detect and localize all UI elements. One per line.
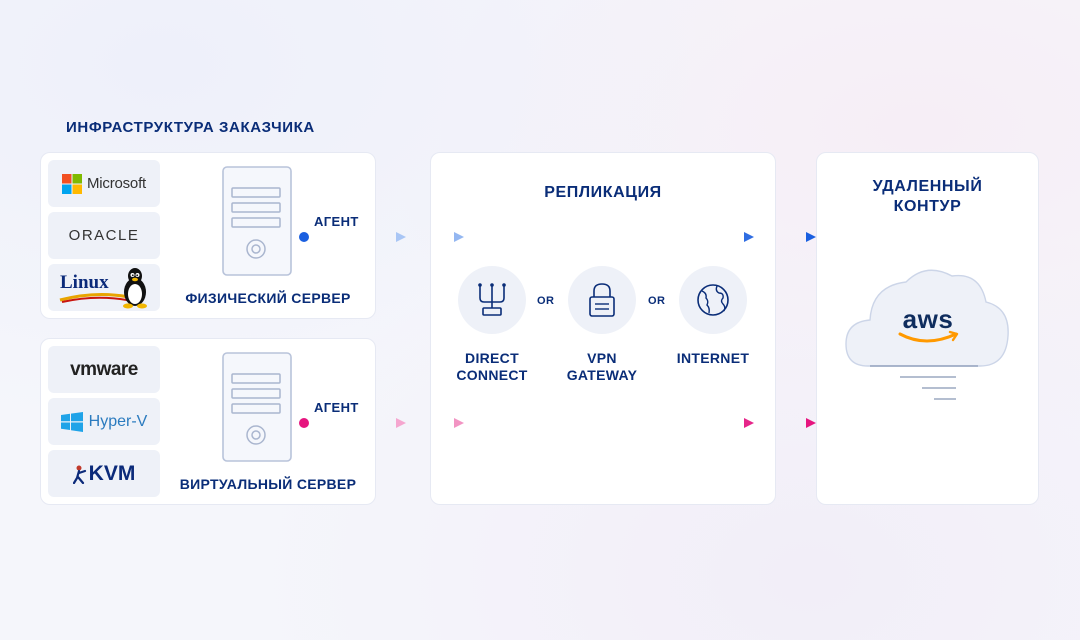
vpn-gateway-line1: VPN xyxy=(587,350,617,366)
tux-penguin-icon xyxy=(123,267,147,308)
physical-agent-label: АГЕНТ xyxy=(314,214,359,229)
customer-infrastructure-title: ИНФРАСТРУКТУРА ЗАКАЗЧИКА xyxy=(66,119,315,136)
direct-connect-label: DIRECT CONNECT xyxy=(442,350,542,384)
internet-option xyxy=(679,266,747,334)
internet-label: INTERNET xyxy=(663,350,763,367)
remote-title-line1: УДАЛЕННЫЙ xyxy=(872,178,983,195)
microsoft-logo-tile: Microsoft xyxy=(48,160,160,207)
oracle-logo-text: ORACLE xyxy=(68,227,140,244)
virtual-server-icon xyxy=(222,352,292,462)
aws-cloud-icon xyxy=(845,269,1009,400)
or-separator-1: OR xyxy=(537,295,555,307)
vmware-logo-text: vmware xyxy=(70,358,138,380)
physical-server-icon xyxy=(222,166,292,276)
virtual-agent-label: АГЕНТ xyxy=(314,400,359,415)
kvm-logo-tile: KVM xyxy=(48,450,160,497)
microsoft-logo-text: Microsoft xyxy=(86,175,147,192)
oracle-logo-tile: ORACLE xyxy=(48,212,160,259)
hyperv-logo-text: Hyper-V xyxy=(88,412,148,430)
remote-contour-title: УДАЛЕННЫЙ КОНТУР xyxy=(816,177,1039,217)
linux-logo-tile: Linux xyxy=(48,264,160,311)
vmware-logo-tile: vmware xyxy=(48,346,160,393)
globe-icon xyxy=(697,284,729,316)
hyperv-logo-tile: Hyper-V xyxy=(48,398,160,445)
direct-connect-line1: DIRECT xyxy=(465,350,519,366)
lock-icon xyxy=(589,283,615,317)
or-separator-2: OR xyxy=(648,295,666,307)
physical-server-label: ФИЗИЧЕСКИЙ СЕРВЕР xyxy=(185,290,351,306)
direct-connect-line2: CONNECT xyxy=(456,367,528,383)
kvm-figure-icon xyxy=(72,465,86,484)
direct-connect-option xyxy=(458,266,526,334)
vpn-gateway-label: VPN GATEWAY xyxy=(552,350,652,384)
linux-logo-text: Linux xyxy=(60,271,109,293)
vpn-gateway-option xyxy=(568,266,636,334)
replication-title: РЕПЛИКАЦИЯ xyxy=(544,184,662,201)
microsoft-icon xyxy=(61,173,82,194)
windows-icon xyxy=(60,411,83,432)
remote-title-line2: КОНТУР xyxy=(893,198,962,215)
direct-connect-icon xyxy=(478,283,506,316)
internet-line1: INTERNET xyxy=(676,350,750,366)
vpn-gateway-line2: GATEWAY xyxy=(566,367,638,383)
aws-label: aws xyxy=(902,304,954,334)
virtual-server-label: ВИРТУАЛЬНЫЙ СЕРВЕР xyxy=(179,476,357,492)
kvm-logo-text: KVM xyxy=(88,461,136,485)
